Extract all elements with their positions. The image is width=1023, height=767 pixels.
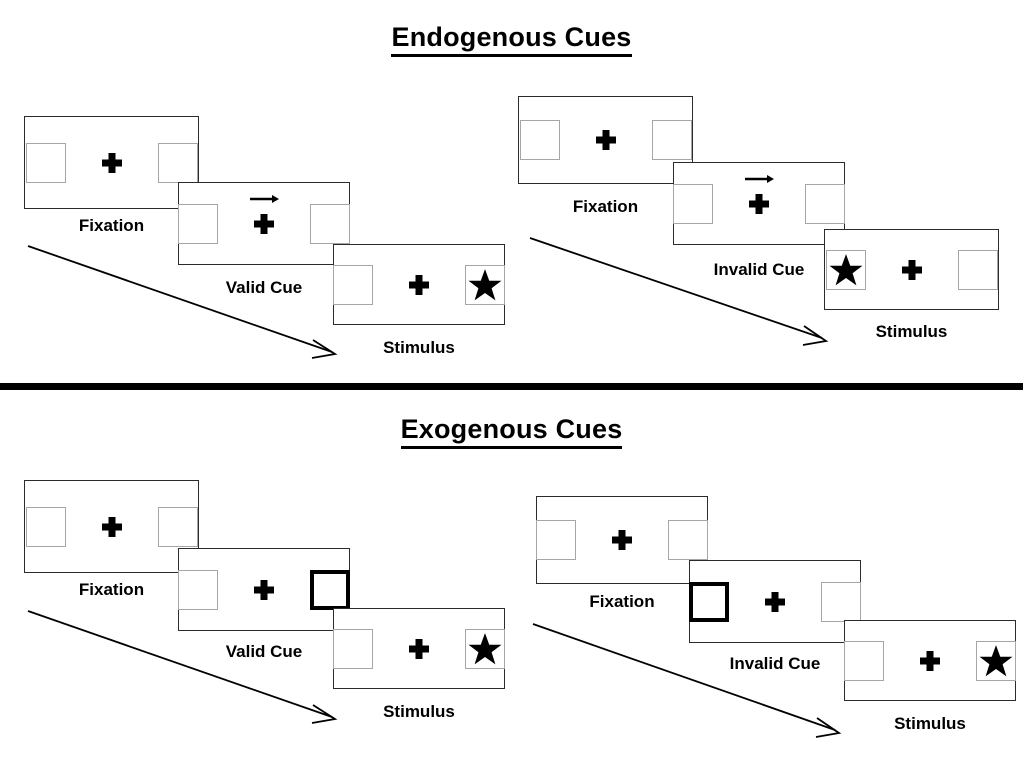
left-box xyxy=(333,264,373,305)
section-title-endogenous: Endogenous Cues xyxy=(0,22,1023,57)
fixation-cross-wrap xyxy=(745,174,774,216)
left-box xyxy=(178,569,218,610)
plus-icon xyxy=(407,637,431,661)
left-box xyxy=(333,628,373,669)
left-box xyxy=(519,120,560,160)
section-divider xyxy=(0,383,1023,390)
star-icon xyxy=(979,644,1013,676)
frame-exogenous-valid-cue[interactable] xyxy=(178,548,350,631)
plus-icon xyxy=(100,515,124,539)
frame-label-endogenous-invalid-fixation: Fixation xyxy=(572,197,639,216)
right-box xyxy=(465,264,505,305)
frame-endogenous-valid-stimulus[interactable] xyxy=(333,244,505,325)
arrow-right-icon xyxy=(745,174,774,183)
fixation-cross-wrap xyxy=(594,128,618,152)
fixation-cross-wrap xyxy=(252,578,276,602)
frame-endogenous-valid-fixation[interactable] xyxy=(24,116,199,209)
fixation-cross-wrap xyxy=(918,649,942,673)
plus-icon xyxy=(747,192,771,216)
frame-label-endogenous-invalid-cue: Invalid Cue xyxy=(713,260,805,279)
fixation-cross-wrap xyxy=(100,151,124,175)
time-arrow-icon-exogenous-invalid xyxy=(532,623,842,738)
section-title-exogenous-text: Exogenous Cues xyxy=(400,414,623,449)
right-box xyxy=(957,249,998,290)
star-icon xyxy=(468,632,502,664)
time-arrow-icon-endogenous-valid xyxy=(27,245,338,359)
plus-icon xyxy=(610,528,634,552)
left-box xyxy=(25,142,66,183)
right-box xyxy=(976,640,1016,681)
frame-endogenous-invalid-cue[interactable] xyxy=(673,162,845,245)
frame-label-exogenous-valid-cue: Valid Cue xyxy=(225,642,303,661)
left-box xyxy=(825,249,866,290)
frame-label-exogenous-invalid-stimulus: Stimulus xyxy=(894,714,966,733)
fixation-cross-wrap xyxy=(407,273,431,297)
frame-label-endogenous-valid-cue: Valid Cue xyxy=(225,278,303,297)
plus-icon xyxy=(900,258,924,282)
plus-icon xyxy=(763,590,787,614)
right-box xyxy=(465,628,505,669)
plus-icon xyxy=(594,128,618,152)
right-box xyxy=(157,142,198,183)
star-icon xyxy=(468,268,502,300)
frame-exogenous-invalid-cue[interactable] xyxy=(689,560,861,643)
time-arrow-icon-exogenous-valid xyxy=(27,610,338,724)
plus-icon xyxy=(407,273,431,297)
plus-icon xyxy=(252,578,276,602)
right-box xyxy=(651,120,692,160)
fixation-cross-wrap xyxy=(250,194,279,236)
frame-label-endogenous-invalid-stimulus: Stimulus xyxy=(875,322,948,341)
left-box xyxy=(844,640,884,681)
arrow-right-icon xyxy=(250,194,279,203)
frame-exogenous-invalid-fixation[interactable] xyxy=(536,496,708,584)
frame-label-exogenous-valid-stimulus: Stimulus xyxy=(383,702,455,721)
frame-label-endogenous-valid-stimulus: Stimulus xyxy=(383,338,455,357)
frame-endogenous-valid-cue[interactable] xyxy=(178,182,350,265)
plus-icon xyxy=(918,649,942,673)
left-box xyxy=(536,520,576,560)
right-box xyxy=(821,581,861,622)
fixation-cross-wrap xyxy=(763,590,787,614)
fixation-cross-wrap xyxy=(407,637,431,661)
frame-label-endogenous-valid-fixation: Fixation xyxy=(78,216,145,235)
frame-endogenous-invalid-stimulus[interactable] xyxy=(824,229,999,310)
section-title-exogenous: Exogenous Cues xyxy=(0,414,1023,449)
fixation-cross-wrap xyxy=(900,258,924,282)
fixation-cross-wrap xyxy=(610,528,634,552)
plus-icon xyxy=(100,151,124,175)
left-box xyxy=(25,506,66,547)
right-box-cued xyxy=(310,569,350,610)
section-title-endogenous-text: Endogenous Cues xyxy=(391,22,632,57)
frame-exogenous-invalid-stimulus[interactable] xyxy=(844,620,1016,701)
frame-label-exogenous-valid-fixation: Fixation xyxy=(78,580,145,599)
frame-exogenous-valid-stimulus[interactable] xyxy=(333,608,505,689)
frame-endogenous-invalid-fixation[interactable] xyxy=(518,96,693,184)
fixation-cross-wrap xyxy=(100,515,124,539)
plus-icon xyxy=(252,212,276,236)
time-arrow-icon-endogenous-invalid xyxy=(529,237,829,346)
left-box xyxy=(178,203,218,244)
left-box-cued xyxy=(689,581,729,622)
right-box xyxy=(157,506,198,547)
right-box xyxy=(668,520,708,560)
frame-label-exogenous-invalid-fixation: Fixation xyxy=(589,592,655,611)
left-box xyxy=(673,183,713,224)
right-box xyxy=(805,183,845,224)
star-icon xyxy=(829,253,862,285)
right-box xyxy=(310,203,350,244)
frame-exogenous-valid-fixation[interactable] xyxy=(24,480,199,573)
frame-label-exogenous-invalid-cue: Invalid Cue xyxy=(729,654,821,673)
